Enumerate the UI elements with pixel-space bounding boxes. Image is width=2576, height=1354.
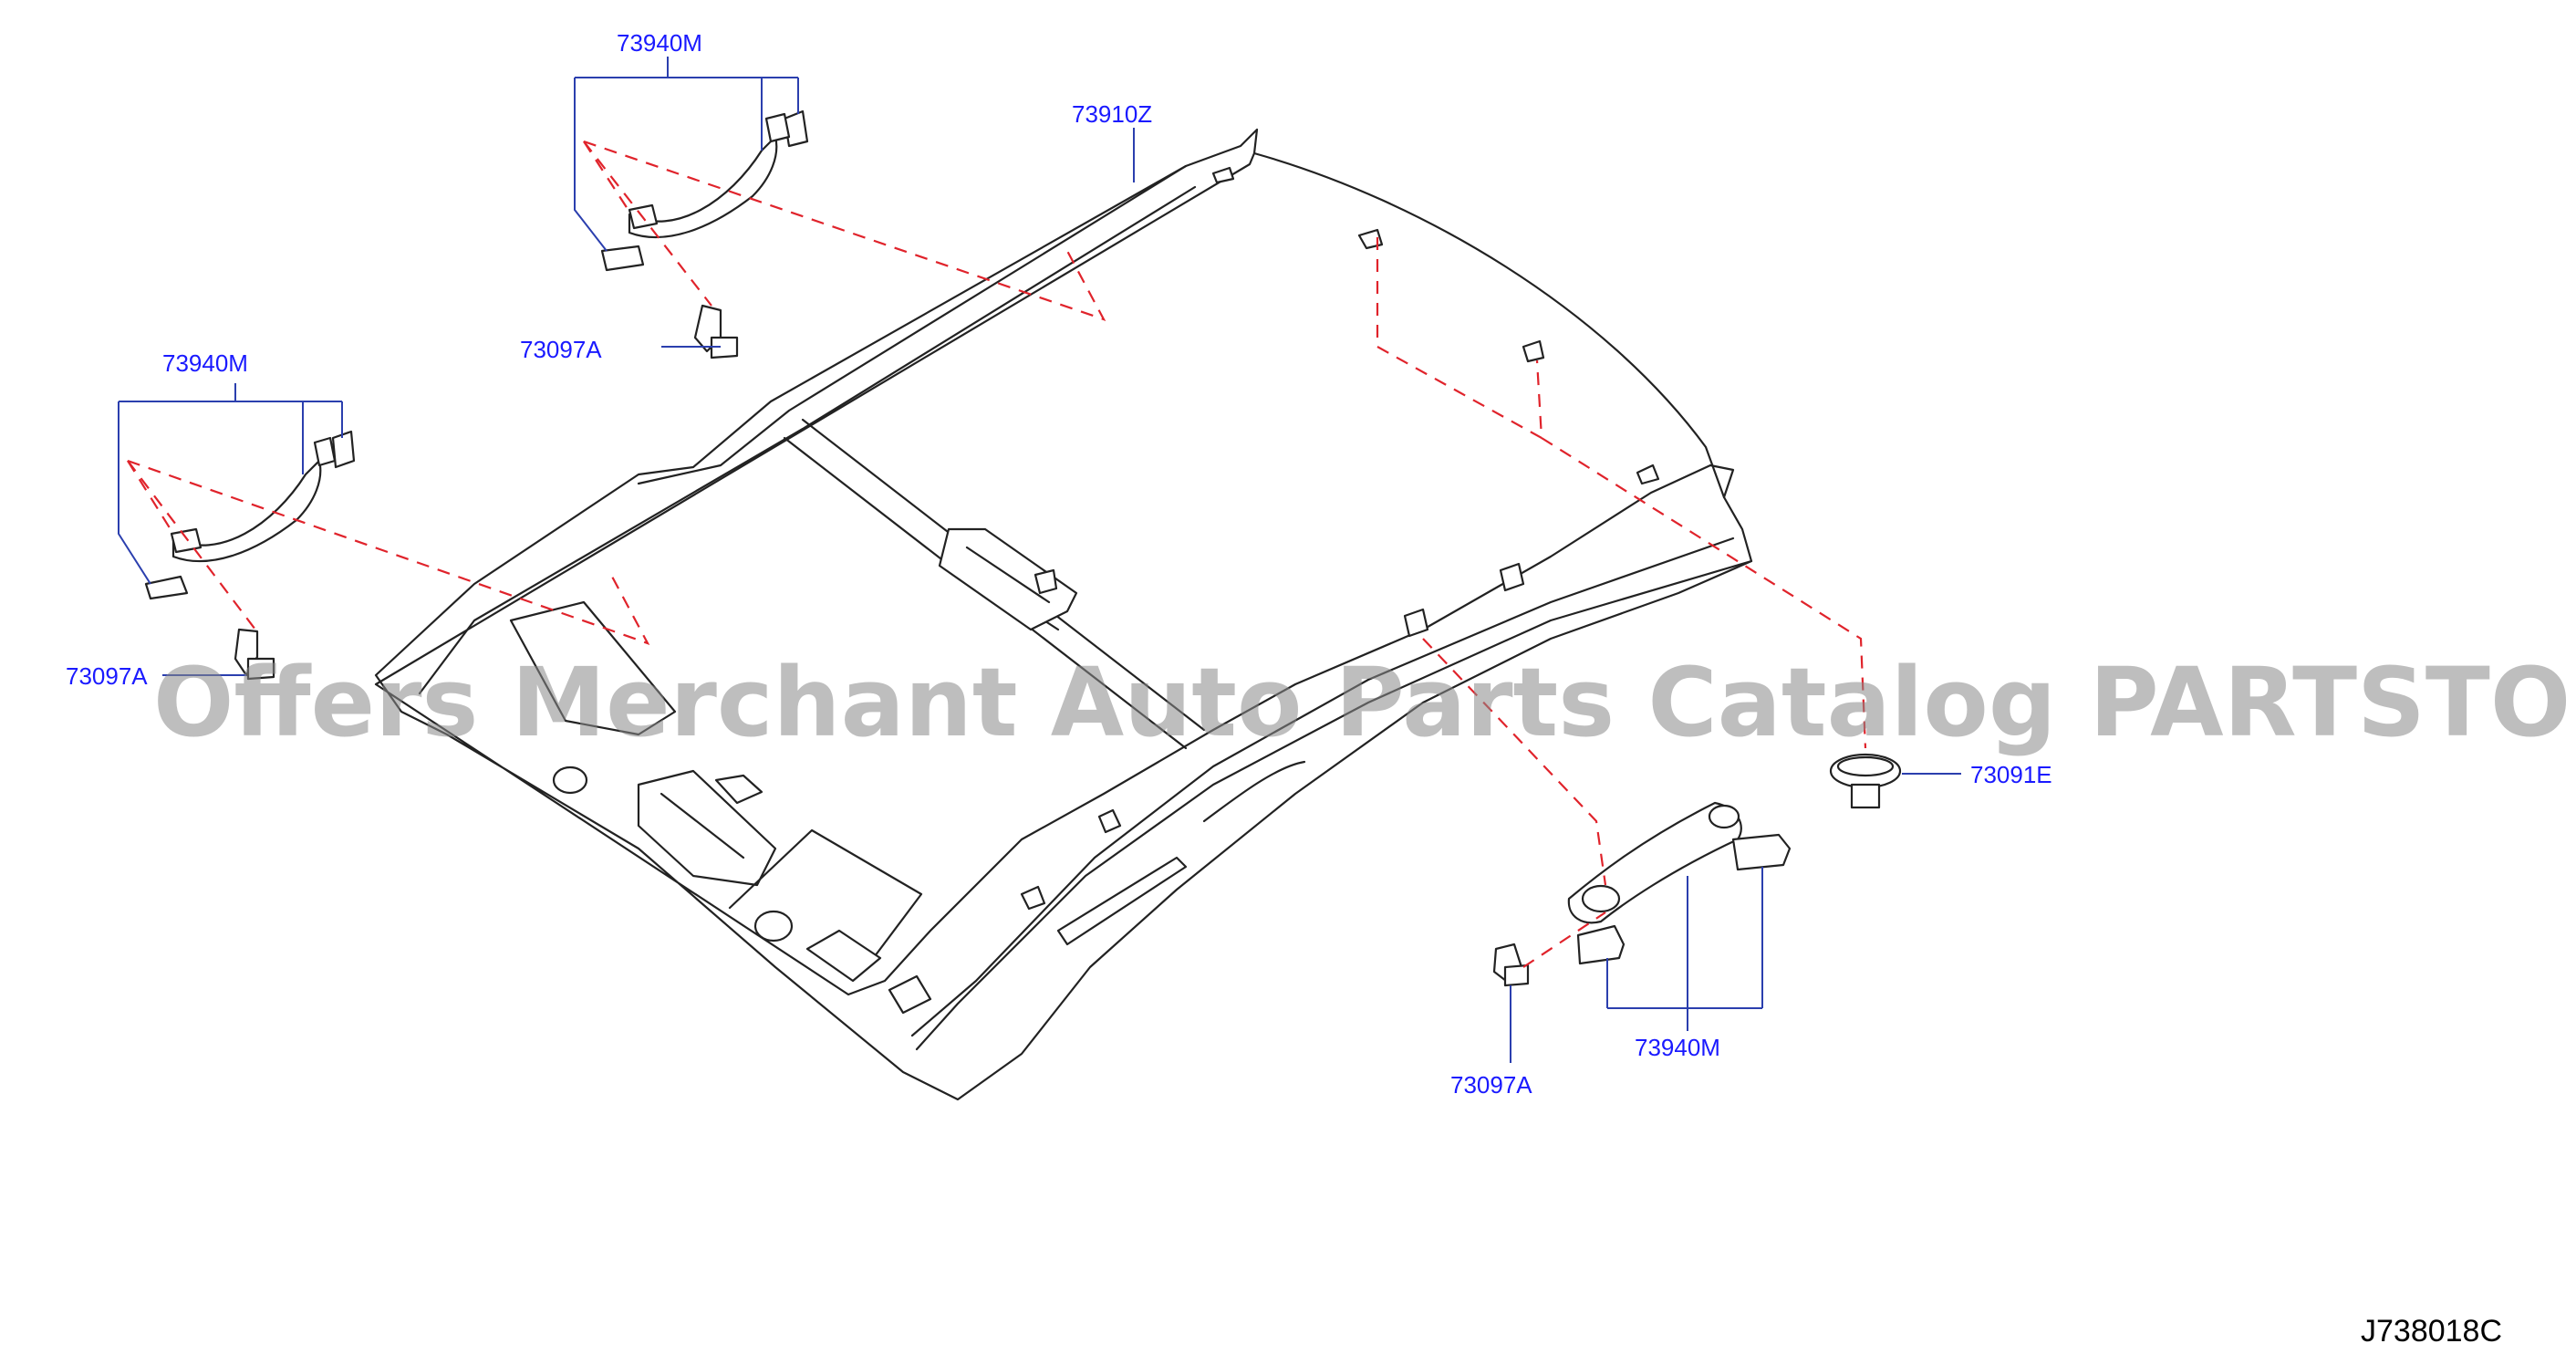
clip-left-icon[interactable]: [234, 628, 275, 681]
diagram-code: J738018C: [2361, 1314, 2502, 1349]
label-grip-right[interactable]: 73940M: [1635, 1034, 1720, 1061]
clip-upper-icon[interactable]: [693, 304, 739, 359]
label-grip-upper[interactable]: 73940M: [617, 29, 702, 57]
label-clip-73091e[interactable]: 73091E: [1970, 761, 2052, 788]
clip-right-icon[interactable]: [1492, 943, 1530, 987]
assist-grip-left[interactable]: [144, 430, 356, 600]
label-clip-left[interactable]: 73097A: [66, 662, 148, 690]
clip-73091e-icon[interactable]: [1829, 753, 1902, 809]
label-grip-left[interactable]: 73940M: [162, 349, 248, 377]
label-clip-upper[interactable]: 73097A: [520, 336, 602, 363]
watermark-text: Offers Merchant Auto Parts Catalog PARTS…: [153, 647, 2576, 758]
assembly-dashed-lines: [127, 140, 1867, 968]
label-headlining[interactable]: 73910Z: [1072, 100, 1152, 128]
headliner-panel[interactable]: [374, 128, 1753, 1101]
assist-grip-upper[interactable]: [600, 109, 809, 272]
assist-grip-right[interactable]: [1567, 801, 1792, 965]
leader-lines: [118, 57, 1961, 1063]
label-clip-right[interactable]: 73097A: [1450, 1071, 1532, 1099]
